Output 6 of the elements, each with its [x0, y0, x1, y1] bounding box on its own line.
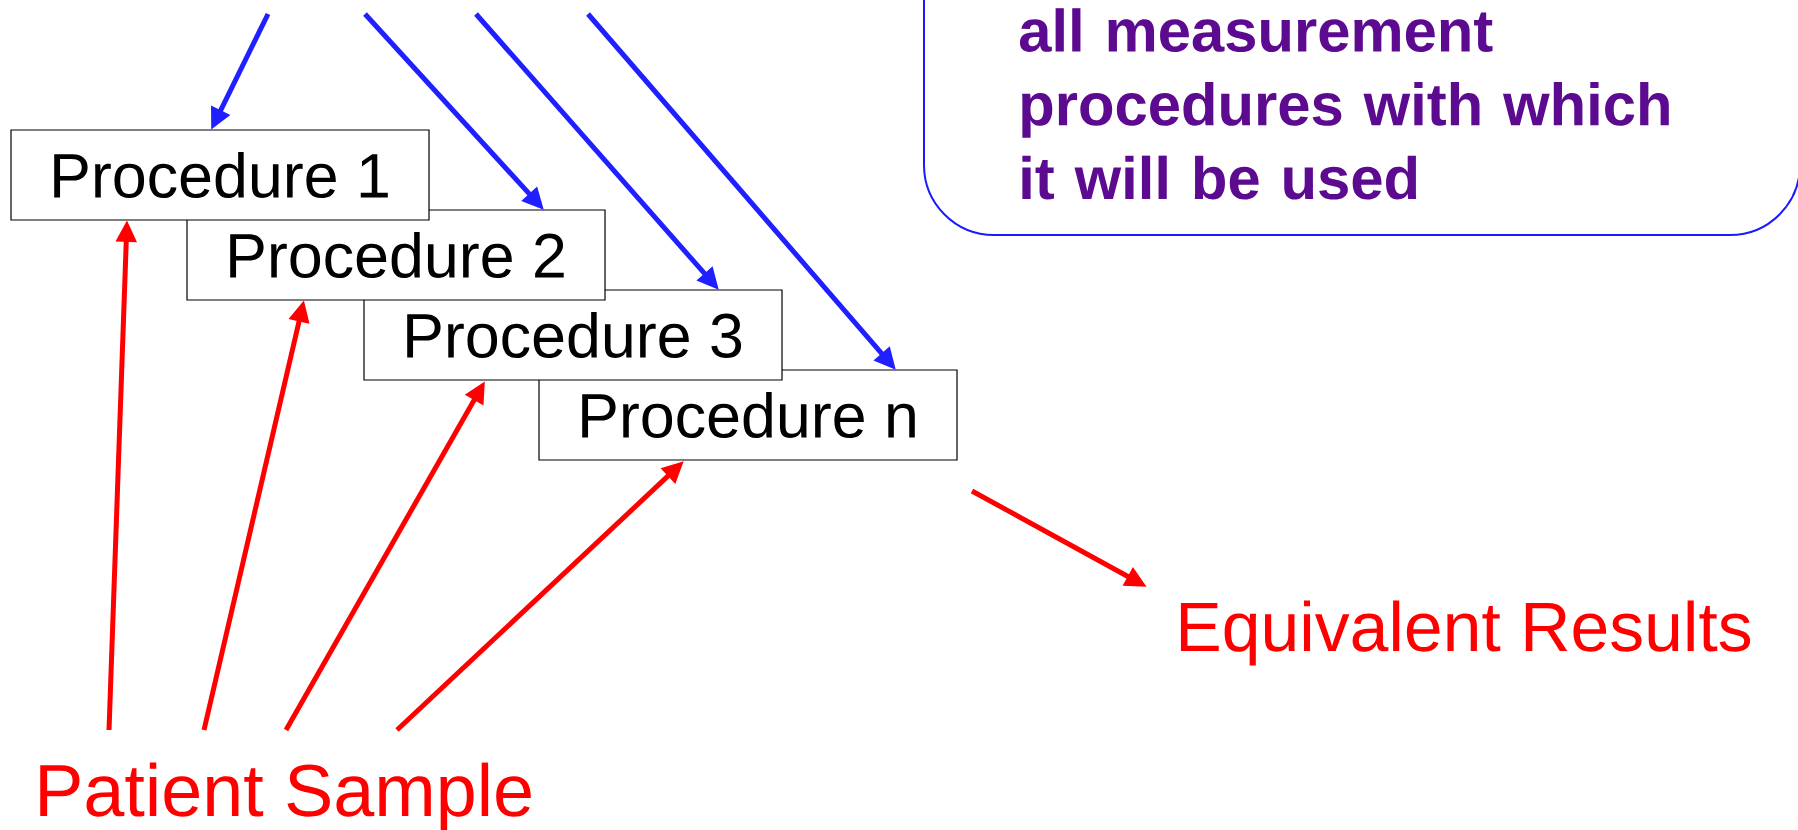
procedure-box: Procedure 1 [10, 129, 430, 221]
procedure-box: Procedure n [538, 369, 958, 461]
procedure-box: Procedure 2 [186, 209, 606, 301]
callout-box: all measurement procedures with which it will be used [923, 0, 1798, 236]
result-label: Equivalent Results [1180, 600, 1751, 666]
procedure-box: Procedure 3 [363, 289, 783, 381]
